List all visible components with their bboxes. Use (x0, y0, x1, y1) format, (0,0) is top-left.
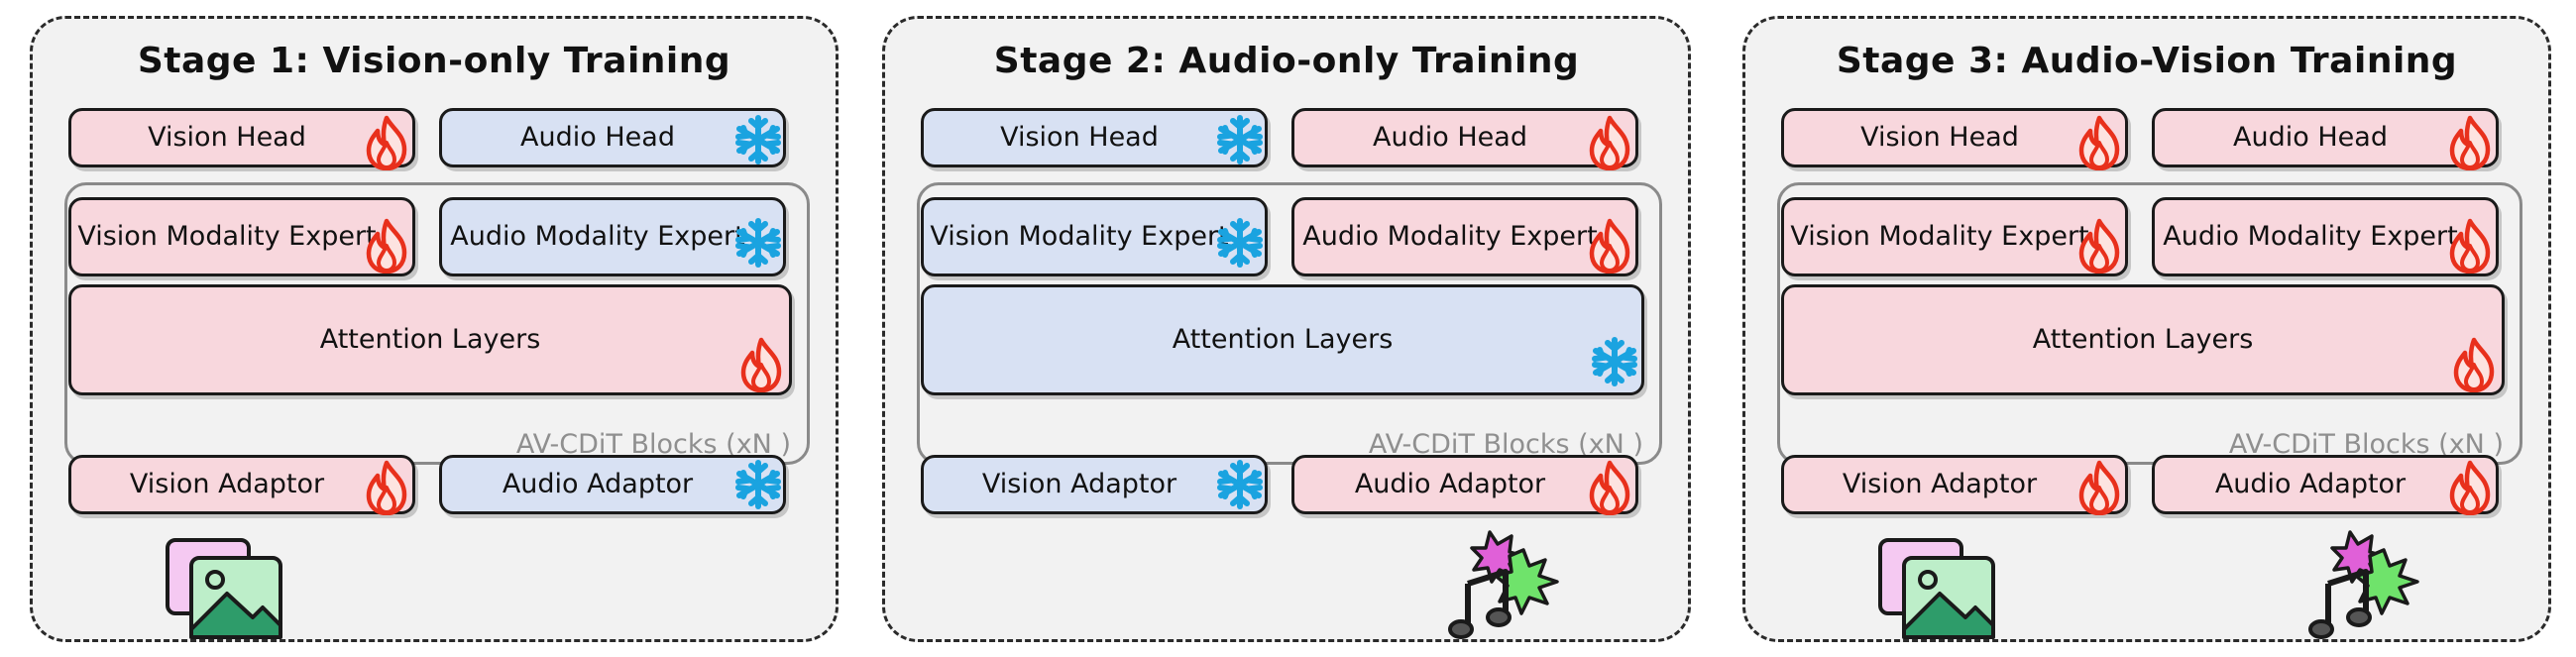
vision-adaptor-box: Vision Adaptor (1781, 455, 2128, 516)
snowflake-icon (733, 460, 781, 515)
attention-layers-box-label: Attention Layers (2032, 324, 2254, 355)
vision-head-box-label: Vision Head (148, 122, 306, 153)
flame-icon (2446, 115, 2494, 171)
vision-head-box: Vision Head (1781, 108, 2128, 171)
audio-modality-expert-box: Audio Modality Expert (1291, 197, 1638, 276)
av-cdit-blocks-group: AV-CDiT Blocks (xN ) (917, 182, 1662, 465)
vision-modality-expert-box: Vision Modality Expert (1781, 197, 2128, 276)
attention-layers-box: Attention Layers (68, 284, 792, 395)
vision-modality-expert-box-label: Vision Modality Expert (930, 221, 1229, 252)
av-cdit-blocks-group: AV-CDiT Blocks (xN ) (1777, 182, 2522, 465)
audio-adaptor-box-label: Audio Adaptor (2214, 469, 2407, 499)
audio-adaptor-box-label: Audio Adaptor (502, 469, 694, 499)
vision-head-box-label: Vision Head (1860, 122, 2019, 153)
audio-head-box-label: Audio Head (1373, 122, 1527, 153)
vision-adaptor-box: Vision Adaptor (68, 455, 415, 516)
flame-icon (1586, 115, 1633, 171)
vision-head-box: Vision Head (921, 108, 1268, 167)
av-cdit-blocks-label: AV-CDiT Blocks (xN ) (1368, 429, 1643, 460)
vision-adaptor-box: Vision Adaptor (921, 455, 1268, 514)
stage-title: Stage 3: Audio-Vision Training (1836, 41, 2458, 81)
flame-icon (2450, 337, 2498, 393)
music-icon (2306, 522, 2425, 645)
snowflake-icon (1590, 337, 1637, 392)
audio-head-box-label: Audio Head (2233, 122, 2388, 153)
av-cdit-blocks-group: AV-CDiT Blocks (xN ) (64, 182, 810, 465)
flame-icon (363, 460, 410, 516)
flame-icon (737, 337, 785, 393)
audio-adaptor-box: Audio Adaptor (439, 455, 786, 514)
attention-layers-box-label: Attention Layers (319, 324, 541, 355)
vision-modality-expert-box: Vision Modality Expert (68, 197, 415, 276)
music-icon (1446, 522, 1565, 645)
vision-head-box-label: Vision Head (1000, 122, 1159, 153)
image-icon (1874, 534, 2003, 647)
snowflake-icon (1215, 218, 1263, 274)
flame-icon (2075, 115, 2123, 171)
audio-head-box: Audio Head (2152, 108, 2499, 171)
audio-modality-expert-box-label: Audio Modality Expert (450, 221, 745, 252)
audio-modality-expert-box: Audio Modality Expert (439, 197, 786, 276)
vision-adaptor-box-label: Vision Adaptor (1842, 469, 2038, 499)
snowflake-icon (1215, 460, 1263, 515)
av-cdit-blocks-label: AV-CDiT Blocks (xN ) (2228, 429, 2504, 460)
snowflake-icon (733, 115, 781, 170)
attention-layers-box: Attention Layers (921, 284, 1644, 395)
audio-head-box: Audio Head (439, 108, 786, 167)
attention-layers-box: Attention Layers (1781, 284, 2505, 395)
flame-icon (2075, 460, 2123, 516)
audio-head-box-label: Audio Head (520, 122, 675, 153)
snowflake-icon (1215, 115, 1263, 170)
stage-title: Stage 1: Vision-only Training (137, 41, 731, 81)
vision-modality-expert-box-label: Vision Modality Expert (77, 221, 377, 252)
flame-icon (363, 115, 410, 171)
flame-icon (2075, 218, 2123, 274)
av-cdit-blocks-label: AV-CDiT Blocks (xN ) (515, 429, 791, 460)
flame-icon (2446, 460, 2494, 516)
audio-adaptor-box-label: Audio Adaptor (1354, 469, 1546, 499)
audio-modality-expert-box-label: Audio Modality Expert (2163, 221, 2458, 252)
flame-icon (1586, 460, 1633, 516)
flame-icon (363, 218, 410, 274)
vision-adaptor-box-label: Vision Adaptor (981, 469, 1177, 499)
audio-head-box: Audio Head (1291, 108, 1638, 171)
vision-head-box: Vision Head (68, 108, 415, 171)
image-icon (162, 534, 290, 647)
audio-adaptor-box: Audio Adaptor (2152, 455, 2499, 516)
snowflake-icon (733, 218, 781, 274)
vision-adaptor-box-label: Vision Adaptor (129, 469, 325, 499)
audio-modality-expert-box-label: Audio Modality Expert (1302, 221, 1598, 252)
audio-modality-expert-box: Audio Modality Expert (2152, 197, 2499, 276)
audio-adaptor-box: Audio Adaptor (1291, 455, 1638, 516)
flame-icon (2446, 218, 2494, 274)
stage-title: Stage 2: Audio-only Training (993, 41, 1580, 81)
attention-layers-box-label: Attention Layers (1172, 324, 1394, 355)
vision-modality-expert-box: Vision Modality Expert (921, 197, 1268, 276)
vision-modality-expert-box-label: Vision Modality Expert (1790, 221, 2089, 252)
flame-icon (1586, 218, 1633, 274)
